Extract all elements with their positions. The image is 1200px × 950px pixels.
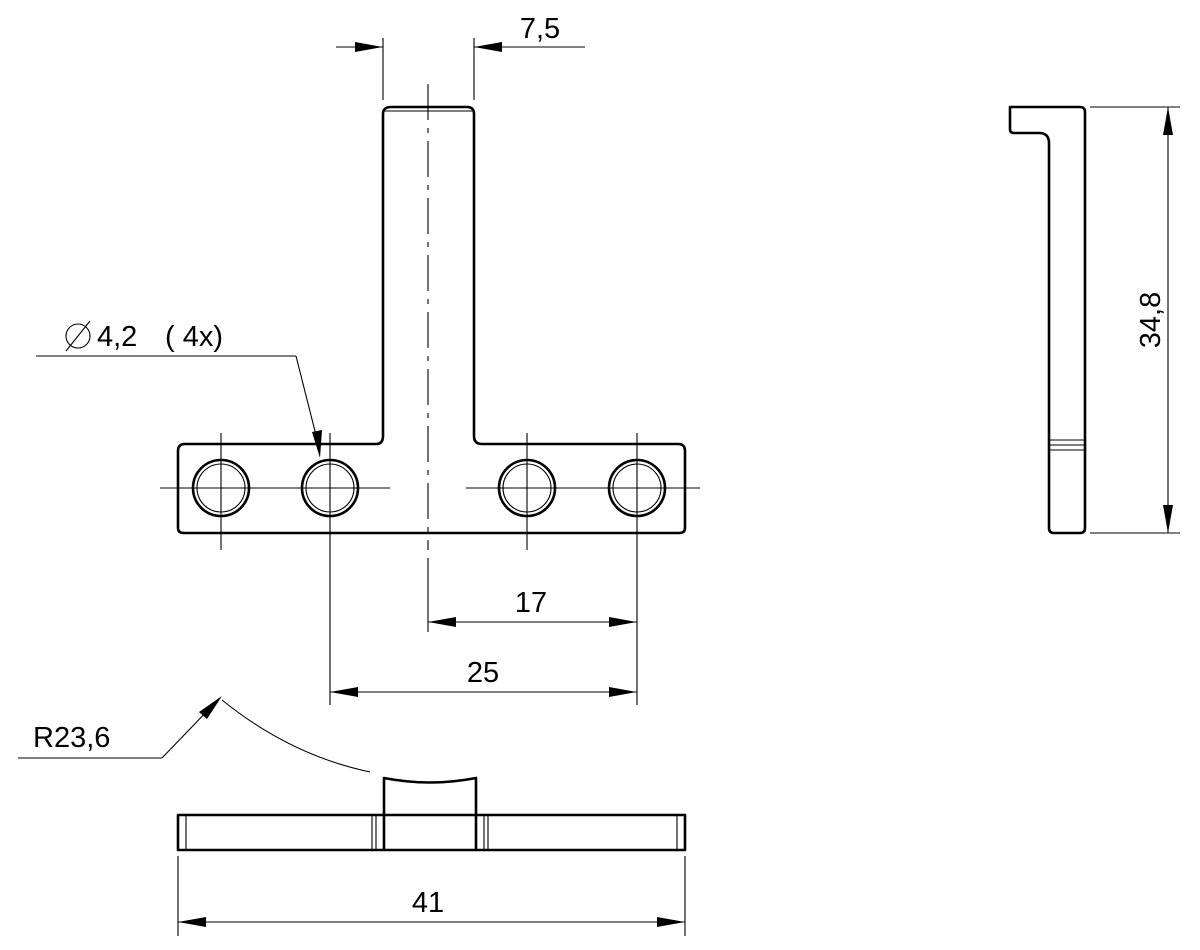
arrow-head xyxy=(330,687,358,697)
side-view xyxy=(1008,105,1087,535)
arrow-head xyxy=(474,42,502,52)
t-plate-outline xyxy=(176,105,687,535)
arrow-head xyxy=(1163,107,1173,135)
arrow-head xyxy=(657,917,685,927)
dimension-overall-length: 41 xyxy=(177,856,686,936)
overall-length-label: 41 xyxy=(412,887,444,919)
arrow-head xyxy=(609,687,637,697)
dimension-25-label: 25 xyxy=(467,657,499,689)
callout-radius: R23,6 xyxy=(18,696,222,759)
stem-profile xyxy=(382,776,478,850)
front-view xyxy=(160,84,700,705)
arrow-head xyxy=(1163,505,1173,533)
arrow-head xyxy=(199,696,222,719)
arrow-head xyxy=(609,617,637,627)
top-view xyxy=(176,699,687,852)
arrow-head xyxy=(355,42,383,52)
height-label: 34,8 xyxy=(1135,292,1167,348)
hole-diameter-label: 4,2 xyxy=(97,321,137,353)
arrow-head xyxy=(178,917,206,927)
stem-width-label: 7,5 xyxy=(520,13,560,45)
arrow-head xyxy=(428,617,456,627)
dimension-stem-width: 7,5 xyxy=(336,13,585,100)
diameter-symbol-slash xyxy=(65,320,91,352)
dimension-17-label: 17 xyxy=(515,587,547,619)
side-profile-outline xyxy=(1008,105,1087,535)
diameter-symbol-icon xyxy=(65,323,91,349)
dimension-25: 25 xyxy=(330,657,637,697)
arrow-head xyxy=(312,430,322,458)
dimension-17: 17 xyxy=(428,587,637,627)
callout-hole-diameter: 4,2 ( 4x) xyxy=(36,320,322,458)
base-plate-outline xyxy=(176,813,687,852)
dimension-height: 34,8 xyxy=(1090,106,1180,534)
radius-arc xyxy=(221,699,371,773)
hole-count-label: ( 4x) xyxy=(165,321,223,353)
radius-label: R23,6 xyxy=(33,722,110,754)
